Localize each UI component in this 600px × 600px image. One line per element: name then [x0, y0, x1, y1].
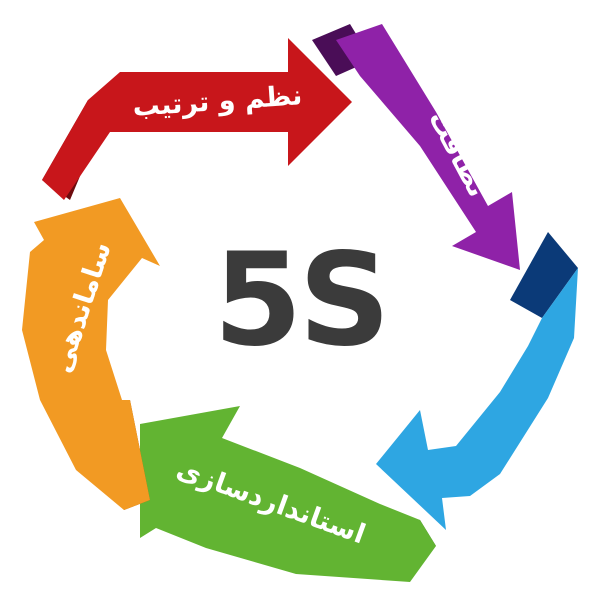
arrow-body — [22, 198, 160, 510]
step-arrow-standardize: استانداردسازی — [140, 406, 436, 582]
arrow-body — [336, 24, 520, 270]
arrow-body — [42, 38, 352, 200]
arrow-body — [140, 406, 436, 582]
arrow-shade — [510, 232, 578, 318]
step-arrow-set-in-order: ساماندهی — [22, 198, 160, 510]
arrow-body — [376, 268, 578, 530]
step-arrow-sort: نظم و ترتیب — [42, 38, 352, 200]
step-arrow-shine: نظافت — [312, 24, 520, 270]
step-arrow-sustain: انضباط — [376, 232, 578, 530]
